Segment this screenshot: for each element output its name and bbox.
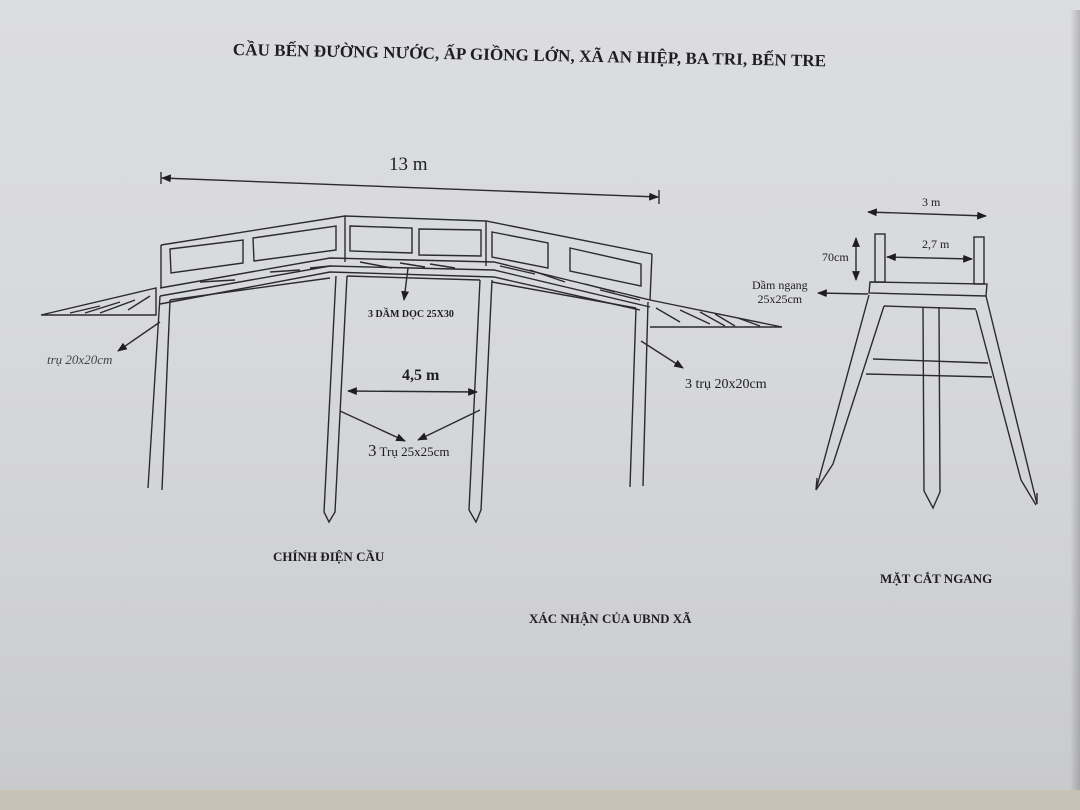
right-posts-label: 3 trụ 20x20cm	[685, 377, 767, 392]
center-post-left	[323, 275, 348, 524]
center-span-label: 4,5 m	[402, 367, 440, 384]
section-total-width: 3 m	[922, 195, 941, 209]
cross-beam-line2: 25x25cm	[757, 292, 803, 306]
total-length-label: 13 m	[389, 154, 428, 175]
section-railing-height: 70cm	[822, 250, 849, 264]
center-post-leader-right	[417, 409, 481, 441]
ramp-left	[40, 287, 157, 316]
center-posts-label: 3 Trụ 25x25cm	[368, 441, 449, 461]
right-post	[491, 281, 649, 488]
section-clear-width: 2,7 m	[922, 237, 950, 251]
dimension-13m	[160, 172, 660, 204]
beam-leader-arrow	[401, 267, 409, 301]
commune-confirmation-caption: XÁC NHẬN CỦA UBND XÃ	[529, 611, 692, 626]
longitudinal-beams-label: 3 DẦM DỌC 25X30	[368, 309, 454, 320]
left-post-label: trụ 20x20cm	[47, 352, 113, 367]
railing	[160, 215, 653, 301]
center-post-leader-left	[339, 410, 406, 442]
ramp-right	[649, 299, 783, 328]
paper-sheet	[0, 0, 1080, 790]
cross-beam-line1: Dầm ngang	[752, 278, 808, 292]
center-posts-spec: Trụ 25x25cm	[379, 444, 450, 459]
cross-section	[815, 208, 1038, 510]
deck-beams	[159, 257, 651, 311]
paper-edge-shadow	[1070, 10, 1080, 790]
left-post	[147, 277, 331, 491]
right-post-leader-arrow	[640, 340, 684, 369]
inner-frame-center	[346, 275, 481, 281]
cross-section-caption: MẶT CẮT NGANG	[880, 571, 993, 586]
front-elevation-caption: CHÍNH ĐIỆN CẦU	[273, 549, 385, 564]
center-post-right	[468, 279, 493, 524]
left-post-leader-arrow	[117, 321, 161, 352]
center-posts-count: 3	[368, 441, 377, 460]
section-cross-beam-label: Dầm ngang 25x25cm	[752, 278, 808, 306]
span-4-5m-dimension	[347, 387, 478, 396]
